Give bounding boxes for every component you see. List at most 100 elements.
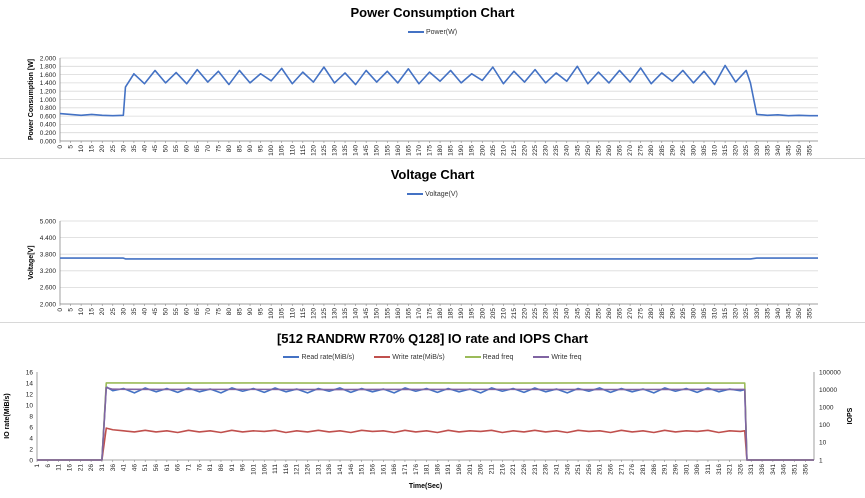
power-chart-legend: Power(W): [0, 29, 865, 36]
x-tick-label: 315: [722, 145, 729, 156]
x-tick-label: 300: [690, 308, 697, 319]
x-tick-label: 101: [250, 464, 257, 475]
x-tick-label: 65: [194, 308, 201, 316]
x-tick-label: 75: [215, 145, 222, 153]
x-tick-label: 135: [342, 145, 349, 156]
y-axis-title: Power Consumption [W]: [28, 59, 35, 140]
x-tick-label: 195: [469, 145, 476, 156]
x-tick-label: 130: [331, 145, 338, 156]
x-tick-label: 220: [522, 145, 529, 156]
x-tick-label: 200: [479, 145, 486, 156]
x-tick-label: 295: [680, 308, 687, 319]
x-tick-label: 130: [331, 308, 338, 319]
x-axis-title: Time(Sec): [409, 483, 442, 490]
y-tick-label: 10: [26, 402, 34, 409]
power-chart-title: Power Consumption Chart: [350, 5, 515, 20]
x-tick-label: 196: [456, 464, 463, 475]
x-tick-label: 261: [597, 464, 604, 475]
x-tick-label: 170: [416, 145, 423, 156]
x-tick-label: 240: [564, 308, 571, 319]
x-tick-label: 265: [617, 145, 624, 156]
y-tick-label: 2: [29, 446, 33, 453]
x-tick-label: 296: [672, 464, 679, 475]
x-tick-label: 56: [153, 464, 160, 472]
x-tick-label: 160: [395, 308, 402, 319]
y2-axis-title: IOPS: [847, 407, 854, 424]
x-tick-label: 266: [608, 464, 615, 475]
y2-tick-label: 1: [819, 457, 823, 464]
legend-label-voltage: Voltage(V): [425, 191, 458, 198]
x-tick-label: 311: [705, 464, 712, 475]
x-tick-label: 100: [268, 308, 275, 319]
y-tick-label: 2.000: [40, 55, 57, 62]
x-tick-label: 310: [712, 308, 719, 319]
x-tick-label: 325: [743, 145, 750, 156]
x-tick-label: 50: [163, 145, 170, 153]
x-tick-label: 96: [240, 464, 247, 472]
x-tick-label: 280: [648, 308, 655, 319]
x-tick-label: 145: [363, 145, 370, 156]
x-tick-label: 141: [337, 464, 344, 475]
x-tick-label: 111: [272, 464, 279, 474]
x-tick-label: 181: [424, 464, 431, 475]
x-tick-label: 280: [648, 145, 655, 156]
x-tick-label: 195: [469, 308, 476, 319]
x-tick-label: 320: [733, 145, 740, 156]
x-tick-label: 20: [99, 308, 106, 316]
x-tick-label: 306: [694, 464, 701, 475]
x-tick-label: 211: [489, 464, 496, 475]
x-tick-label: 85: [236, 308, 243, 316]
x-tick-label: 275: [638, 308, 645, 319]
x-tick-label: 116: [283, 464, 290, 475]
y2-tick-label: 100000: [819, 369, 841, 376]
x-tick-label: 121: [294, 464, 301, 475]
x-tick-label: 25: [110, 308, 117, 316]
x-tick-label: 10: [78, 308, 85, 316]
x-tick-label: 231: [532, 464, 539, 475]
x-tick-label: 115: [300, 308, 307, 319]
y-tick-label: 1.200: [40, 89, 57, 96]
x-tick-label: 76: [196, 464, 203, 472]
x-tick-label: 155: [384, 308, 391, 319]
x-tick-label: 171: [402, 464, 409, 475]
x-tick-label: 340: [775, 308, 782, 319]
x-tick-label: 230: [543, 308, 550, 319]
x-tick-label: 115: [300, 145, 307, 156]
y-tick-label: 1.000: [40, 97, 57, 104]
x-tick-label: 136: [326, 464, 333, 475]
x-tick-label: 80: [226, 308, 233, 316]
x-tick-label: 355: [807, 308, 814, 319]
y-tick-label: 0.200: [40, 130, 57, 137]
legend-swatch-read-rate: [283, 356, 300, 359]
y-tick-label: 14: [26, 380, 34, 387]
power-chart: 0.0000.2000.4000.6000.8001.0001.2001.400…: [28, 55, 818, 156]
x-tick-label: 350: [796, 308, 803, 319]
x-tick-label: 155: [384, 145, 391, 156]
x-tick-label: 331: [748, 464, 755, 475]
x-tick-label: 316: [716, 464, 723, 475]
x-tick-label: 161: [380, 464, 387, 475]
x-tick-label: 290: [669, 145, 676, 156]
x-tick-label: 245: [574, 308, 581, 319]
x-tick-label: 260: [606, 145, 613, 156]
x-tick-label: 175: [426, 308, 433, 319]
x-tick-label: 75: [215, 308, 222, 316]
x-tick-label: 325: [743, 308, 750, 319]
io-chart-legend: Read rate(MiB/s) Write rate(MiB/s) Read …: [0, 354, 865, 361]
y-tick-label: 0.000: [40, 138, 57, 145]
x-tick-label: 1: [34, 464, 41, 468]
y-axis-title: IO rate(MiB/s): [4, 393, 11, 439]
x-tick-label: 95: [258, 145, 265, 153]
x-tick-label: 225: [532, 308, 539, 319]
x-tick-label: 205: [490, 308, 497, 319]
x-tick-label: 216: [499, 464, 506, 475]
legend-swatch-write-freq: [533, 356, 550, 359]
y-tick-label: 5.000: [40, 218, 57, 225]
x-tick-label: 66: [175, 464, 182, 472]
x-tick-label: 180: [437, 308, 444, 319]
x-tick-label: 321: [727, 464, 734, 475]
x-tick-label: 301: [683, 464, 690, 475]
y2-tick-label: 10000: [819, 387, 837, 394]
x-tick-label: 20: [99, 145, 106, 153]
